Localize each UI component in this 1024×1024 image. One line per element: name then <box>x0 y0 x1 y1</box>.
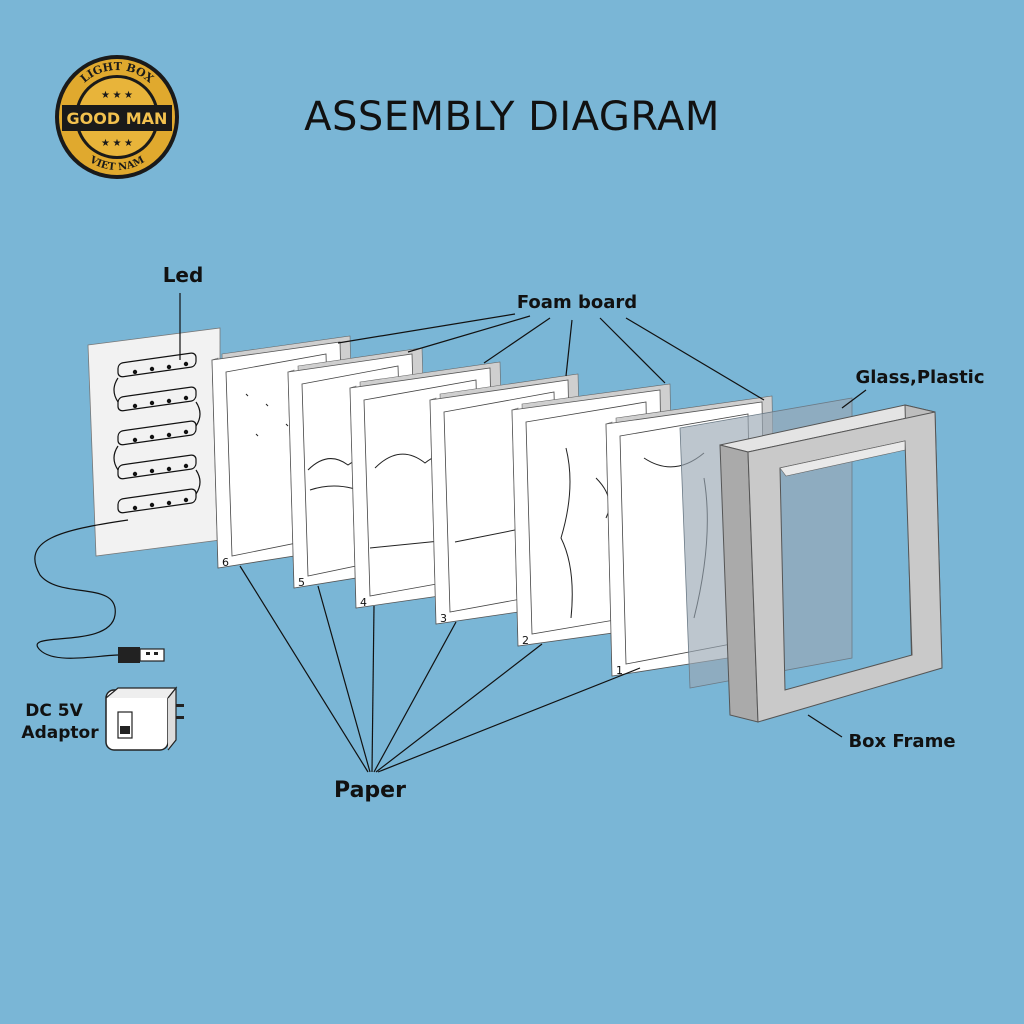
foam-board-pointers <box>337 313 765 401</box>
usb-plug-body <box>118 647 140 663</box>
paper-number-3: 3 <box>440 612 447 625</box>
led-strips <box>113 352 201 514</box>
usb-plug-tip <box>139 648 165 662</box>
page-title: ASSEMBLY DIAGRAM <box>304 94 720 140</box>
paper-number-5: 5 <box>298 576 305 589</box>
paper-number-2: 2 <box>522 634 529 647</box>
paper-number-1: 1 <box>616 664 623 677</box>
box-frame-label: Box Frame <box>848 731 955 752</box>
adaptor-label-line2: Adaptor <box>21 723 99 743</box>
logo-middle-text: GOOD MAN <box>67 109 168 128</box>
glass-pointer <box>841 389 867 409</box>
usb-port-icon <box>117 711 133 739</box>
logo-stars: ★ ★ ★ <box>101 90 133 101</box>
paper-pointers <box>239 565 641 773</box>
led-dots <box>132 361 189 511</box>
usb-cable <box>34 519 165 663</box>
box-frame <box>719 404 943 723</box>
paper-number-4: 4 <box>360 596 367 609</box>
adaptor-label-line1: DC 5V <box>25 701 83 721</box>
box-frame-pointer <box>807 714 843 738</box>
foam-board-label: Foam board <box>517 292 637 313</box>
led-label: Led <box>163 263 204 287</box>
led-panel <box>87 327 221 557</box>
paper-number-6: 6 <box>222 556 229 569</box>
logo-stars-bottom: ★ ★ ★ <box>101 138 133 149</box>
glass-label: Glass,Plastic <box>855 367 984 388</box>
good-man-logo: GOOD MAN LIGHT BOX VIET NAM ★ ★ ★ ★ ★ ★ <box>55 55 179 179</box>
paper-label: Paper <box>334 778 406 803</box>
dc-adaptor <box>105 686 184 751</box>
